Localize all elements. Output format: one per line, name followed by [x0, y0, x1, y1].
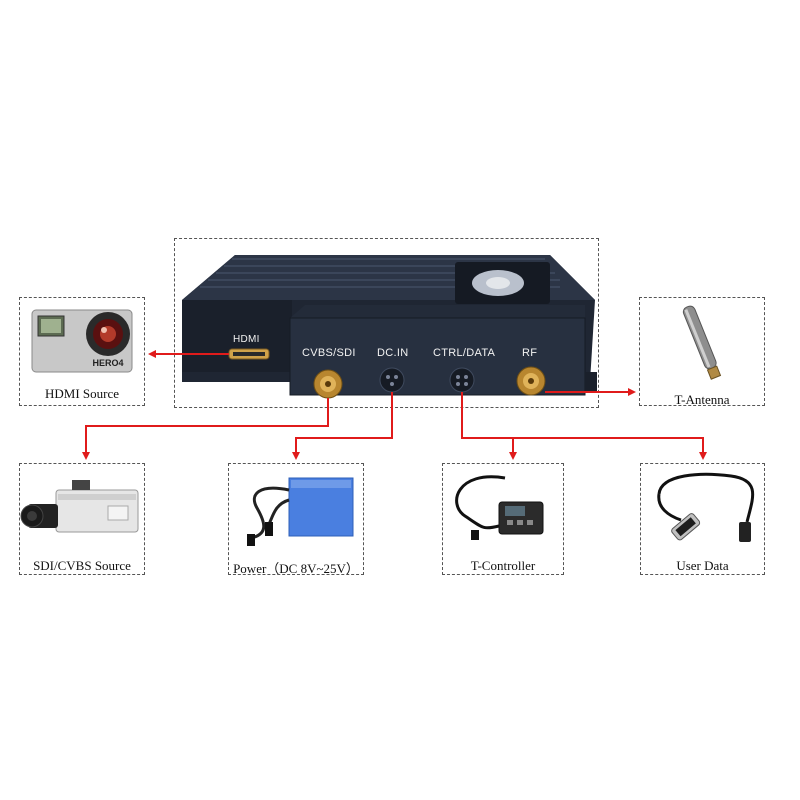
power-label: Power（DC 8V~25V） — [233, 561, 359, 576]
security-camera-image — [20, 480, 139, 533]
camera-brand-text: HERO4 — [92, 358, 123, 368]
user-data-box: User Data — [640, 463, 765, 575]
hdmi-source-label: HDMI Source — [44, 386, 119, 401]
t-controller-box: T-Controller — [442, 463, 564, 575]
battery-image — [247, 477, 354, 546]
hdmi-source-box: HERO4 HDMI Source — [19, 297, 145, 406]
t-controller-label: T-Controller — [470, 558, 536, 573]
cvbs-sdi-port-label: CVBS/SDI — [302, 347, 356, 359]
arrow-dcin-to-power — [292, 392, 393, 460]
controller-image — [455, 475, 544, 540]
rf-port-label: RF — [522, 347, 538, 359]
antenna-image — [682, 305, 722, 380]
sdi-cvbs-source-label: SDI/CVBS Source — [33, 558, 131, 573]
t-antenna-label: T-Antenna — [674, 392, 730, 407]
ctrl-data-port-label: CTRL/DATA — [433, 347, 496, 359]
arrow-ctrl-to-controller — [461, 392, 517, 460]
t-antenna-box: T-Antenna — [639, 297, 765, 407]
hdmi-port-label: HDMI — [233, 334, 260, 345]
arrow-ctrl-to-userdata — [513, 437, 707, 460]
data-cable-image — [657, 472, 755, 542]
sdi-cvbs-source-box: SDI/CVBS Source — [19, 463, 145, 575]
arrow-cvbs-to-source — [82, 398, 329, 460]
action-camera-image: HERO4 — [31, 309, 133, 373]
dc-in-port-label: DC.IN — [377, 347, 409, 359]
user-data-label: User Data — [676, 558, 729, 573]
power-box: Power（DC 8V~25V） — [228, 463, 364, 576]
